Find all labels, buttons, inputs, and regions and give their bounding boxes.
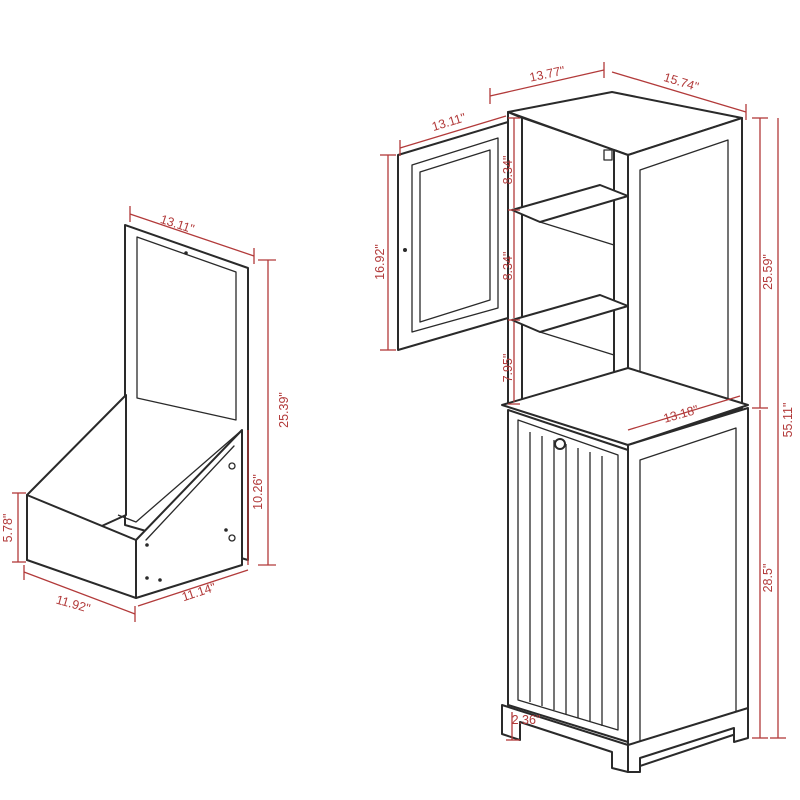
door-knob (554, 438, 566, 450)
hamper-frame-height-label: 25.39" (277, 392, 291, 428)
door-slats (529, 432, 603, 726)
cabinet-total-height-label: 55.11" (781, 403, 795, 438)
cabinet-shelf-gap-bottom-label: 7.95" (501, 354, 515, 383)
cabinet-door-width-label: 13.11" (430, 110, 467, 134)
hamper-side-height-label: 10.26" (251, 474, 265, 510)
cabinet-upper-height-label: 25.59" (761, 254, 775, 290)
cabinet-dimension-lines (380, 62, 786, 741)
cabinet-door-height-label: 16.92" (373, 244, 387, 280)
cabinet-shelf-gap-top-label: 8.34" (501, 156, 515, 185)
hamper-dimension-lines (12, 206, 276, 622)
hamper-frame-width-label: 13.11" (159, 212, 196, 236)
hamper-front-height-label: 5.78" (1, 514, 15, 543)
cabinet-leg-height-label: 2.36" (512, 713, 541, 727)
hamper-depth-label: 11.14" (180, 580, 217, 604)
hamper-drawing (26, 224, 249, 599)
cabinet-lower-height-label: 28.5" (761, 564, 775, 593)
cabinet-top-depth-label: 15.74" (662, 70, 700, 94)
cabinet-drawing (397, 91, 749, 773)
cabinet-top-width-label: 13.77" (528, 64, 566, 85)
cabinet-shelf-gap-middle-label: 8.34" (501, 252, 515, 281)
